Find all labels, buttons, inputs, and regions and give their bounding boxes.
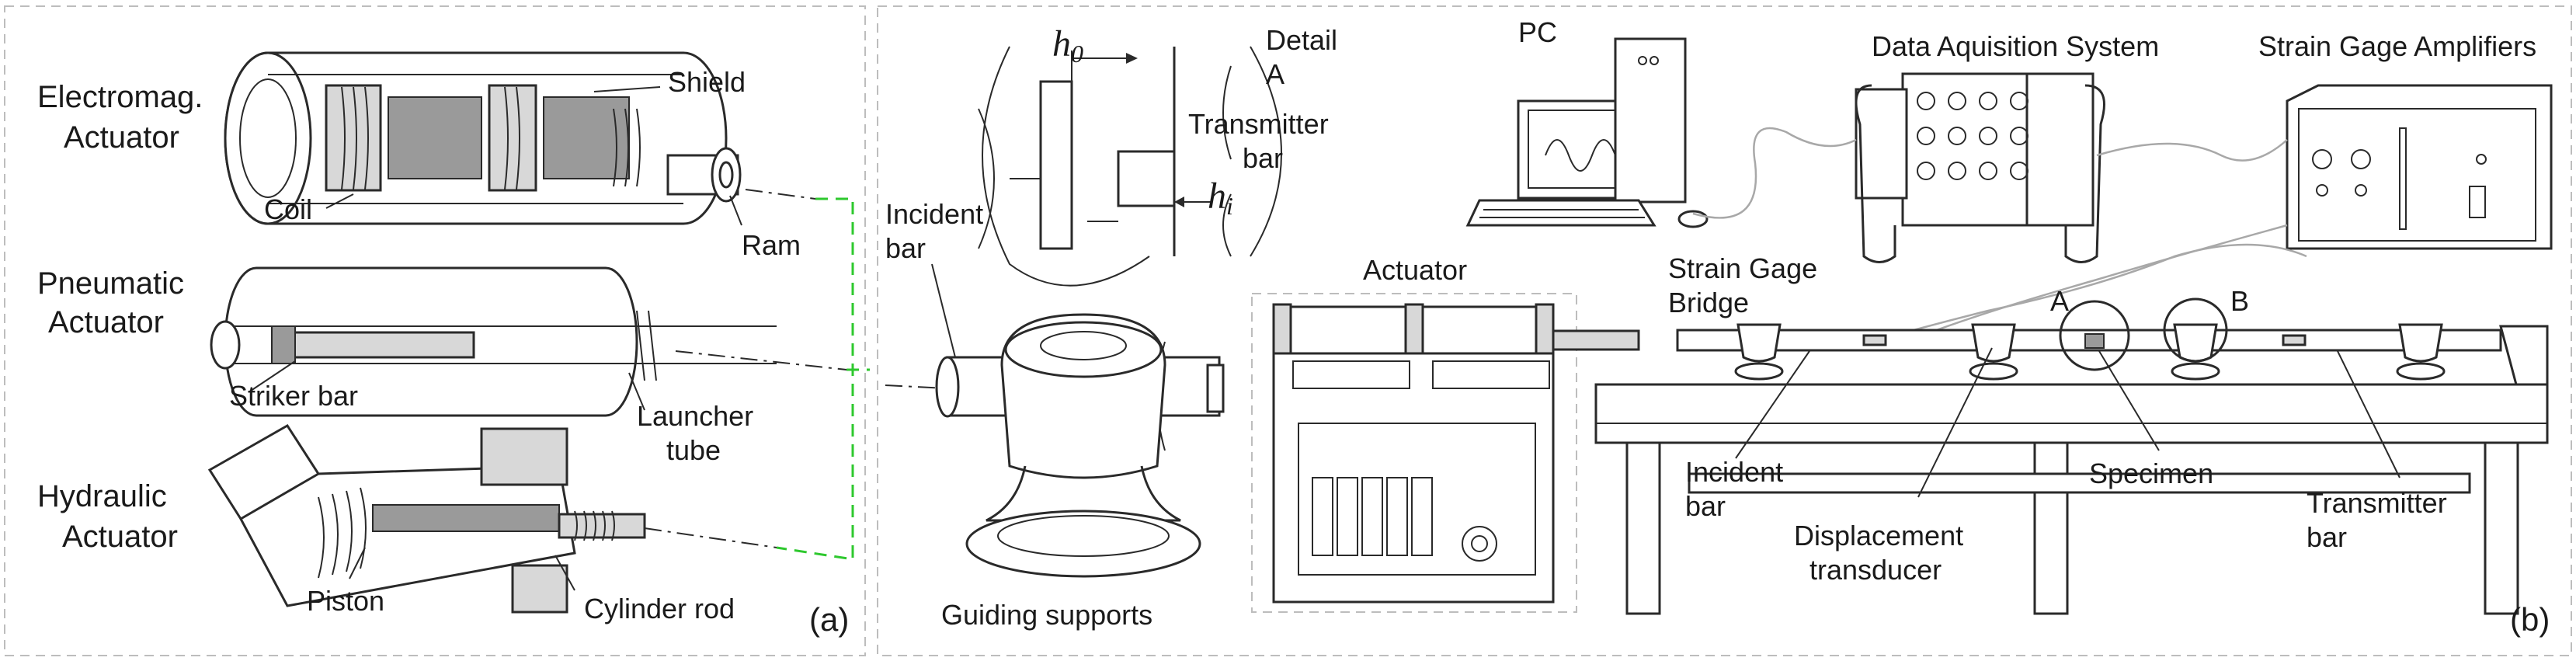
daq-drawing: [1855, 72, 2105, 263]
striker-bar-label: Striker bar: [229, 380, 358, 412]
launcher-label-line1: Launcher: [637, 400, 753, 432]
pneumatic-title-line1: Pneumatic: [37, 266, 184, 301]
actuator-drawing: [1251, 293, 1640, 613]
cylinder-rod-label: Cylinder rod: [584, 593, 735, 624]
amplifiers-drawing: [2286, 84, 2553, 250]
hydraulic-actuator-drawing: [207, 423, 777, 614]
pc-drawing: [1465, 37, 1709, 228]
panel-b: h0 hi Detail A Transmitter bar Incident …: [885, 16, 2553, 638]
electromag-title-line2: Actuator: [64, 120, 179, 155]
displacement-label-line2: transducer: [1809, 554, 1942, 586]
cable-gauge: [1925, 224, 2288, 336]
daq-label: Data Aquisition System: [1872, 30, 2159, 62]
piston-label: Piston: [307, 585, 384, 617]
detail-transmitter-line2: bar: [1243, 142, 1283, 174]
detail-incident-line1: Incident: [885, 198, 983, 230]
green-connector-a: [776, 197, 854, 561]
test-bench-drawing: [1594, 297, 2549, 615]
h0-symbol: h0: [1052, 23, 1083, 68]
cable-daq-amp: [2096, 139, 2288, 162]
incident-bar-label-line1: Incident: [1685, 456, 1783, 488]
point-b-label: B: [2230, 285, 2249, 317]
cable-pc-daq: [1692, 127, 1857, 219]
panel-a-frame: [4, 5, 866, 656]
hydraulic-title-line1: Hydraulic: [37, 479, 167, 513]
detail-transmitter-line1: Transmitter: [1188, 108, 1329, 140]
electromagnetic-actuator-drawing: [224, 51, 816, 225]
detail-label-line1: Detail: [1266, 24, 1337, 56]
pc-label: PC: [1518, 16, 1557, 48]
panel-b-frame: [877, 5, 2572, 656]
amplifiers-label: Strain Gage Amplifiers: [2258, 30, 2536, 62]
detail-label-line2: A: [1266, 58, 1285, 90]
transmitter-bar-label-line1: Transmitter: [2307, 487, 2447, 519]
panel-a-tag: (a): [809, 601, 849, 638]
panel-a: Electromag. Actuator Shield Coil Ram Pne…: [37, 51, 870, 638]
panel-b-tag: (b): [2510, 601, 2550, 638]
detail-a-view: [978, 46, 1282, 287]
transmitter-bar-label-line2: bar: [2307, 521, 2347, 553]
coil-label: Coil: [264, 193, 312, 225]
shield-label: Shield: [668, 66, 746, 98]
point-a-label: A: [2050, 285, 2069, 317]
launcher-label-line2: tube: [666, 434, 721, 466]
electromag-title-line1: Electromag.: [37, 80, 203, 114]
bridge-label-line2: Bridge: [1668, 287, 1749, 318]
detail-incident-line2: bar: [885, 232, 926, 264]
incident-bar-label-line2: bar: [1685, 490, 1726, 522]
displacement-label-line1: Displacement: [1794, 520, 1963, 551]
guiding-support-drawing: [885, 313, 1225, 578]
hi-symbol: hi: [1208, 176, 1233, 220]
pneumatic-title-line2: Actuator: [48, 305, 164, 339]
hydraulic-title-line2: Actuator: [62, 520, 178, 554]
ram-label: Ram: [742, 229, 801, 261]
bridge-label-line1: Strain Gage: [1668, 252, 1817, 284]
pneumatic-actuator-drawing: [210, 266, 847, 417]
guiding-supports-label: Guiding supports: [941, 599, 1152, 631]
cable-bridge: [1871, 243, 2307, 343]
specimen-label: Specimen: [2089, 457, 2213, 489]
actuator-label: Actuator: [1363, 254, 1467, 286]
